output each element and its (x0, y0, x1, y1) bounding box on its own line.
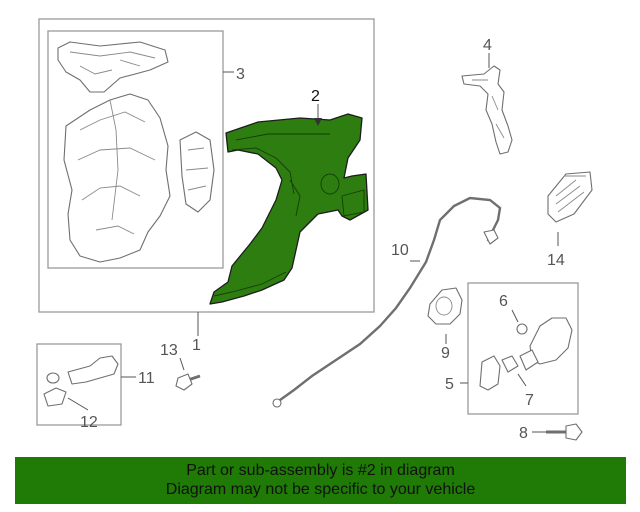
vent-grille-14 (547, 171, 593, 223)
inner-panel-frame-3 (47, 30, 224, 269)
bumper-6 (516, 323, 528, 335)
callout-12: 12 (80, 414, 98, 431)
callout-1: 1 (192, 337, 201, 354)
clip-parts (43, 355, 119, 407)
callout-13: 13 (160, 342, 178, 359)
callout-8: 8 (519, 425, 528, 442)
clip-frame-11 (36, 343, 122, 426)
leader-lines (67, 53, 559, 433)
banner-line-2: Diagram may not be specific to your vehi… (165, 481, 476, 498)
hinge-7 (479, 355, 519, 391)
callout-7: 7 (525, 392, 534, 409)
callout-10: 10 (391, 242, 409, 259)
bolt-8 (546, 423, 583, 441)
bolt-13 (175, 373, 201, 391)
callout-2: 2 (311, 88, 320, 105)
inner-panel-drawing (57, 41, 215, 263)
bracket-4 (461, 65, 513, 155)
callout-9: 9 (441, 345, 450, 362)
callout-6: 6 (499, 293, 508, 310)
assembly-frame-1 (38, 18, 375, 313)
callout-4: 4 (483, 37, 492, 54)
fuel-door-housing-9 (427, 287, 463, 325)
fuel-door-frame-5 (467, 282, 579, 415)
quarter-panel-2 (209, 113, 369, 305)
callout-14: 14 (547, 252, 565, 269)
banner-line-1: Part or sub-assembly is #2 in diagram (186, 462, 455, 479)
callout-5: 5 (445, 376, 454, 393)
callout-11: 11 (138, 370, 155, 387)
release-cable-10 (272, 196, 502, 408)
fuel-door (519, 317, 573, 371)
info-banner: Part or sub-assembly is #2 in diagram Di… (15, 457, 626, 504)
parts-diagram: 1 2 3 4 5 6 7 8 9 10 11 12 13 14 (36, 18, 593, 442)
callout-3: 3 (236, 66, 245, 83)
